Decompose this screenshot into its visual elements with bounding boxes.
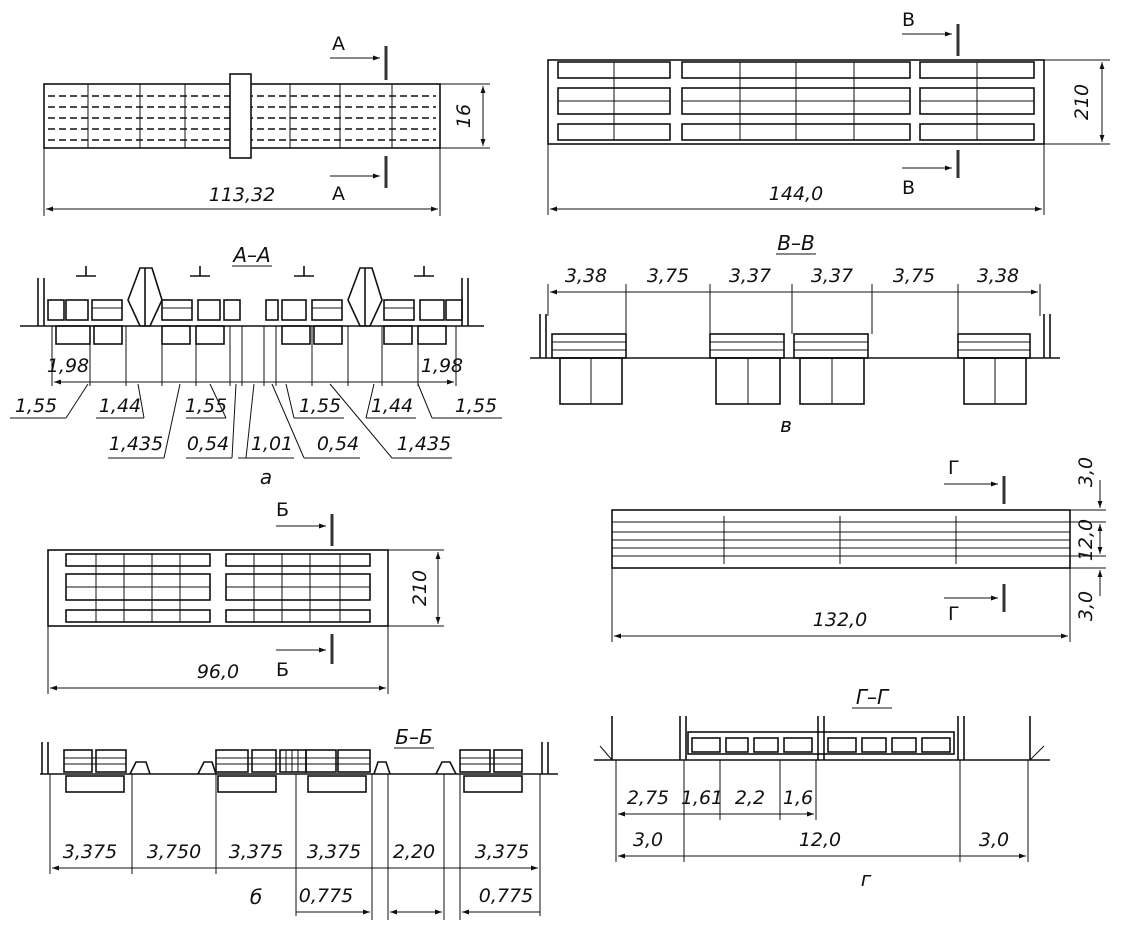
plan-b-length: 96,0	[197, 661, 239, 683]
vv-dim-6: 3,38	[977, 265, 1019, 287]
section-bb-label: б	[250, 885, 262, 909]
gg-dim-lower-1: 3,0	[633, 829, 663, 851]
cut-g-top: Г	[948, 457, 960, 479]
cut-g-bottom: Г	[948, 603, 960, 625]
section-aa-title: А–А	[231, 243, 270, 267]
gg-dim-4: 1,6	[783, 787, 813, 809]
plan-a-width: 16	[453, 104, 475, 128]
plan-g-middle: 12,0	[1075, 519, 1097, 561]
plan-a-length: 113,32	[209, 184, 275, 206]
section-vv-label: в	[780, 413, 792, 437]
bb-dim-1: 3,375	[63, 841, 117, 863]
plan-a: 16 113,32 А А	[43, 33, 490, 216]
aa-dim-12: 0,54	[317, 433, 359, 455]
section-gg-title: Г–Г	[856, 685, 890, 709]
aa-dim-7: 1,44	[371, 395, 413, 417]
bb-dim-lower-2: 0,775	[479, 885, 533, 907]
vv-dim-2: 3,75	[647, 265, 689, 287]
plan-g-bottom: 3,0	[1075, 591, 1097, 621]
bb-dim-6: 3,375	[475, 841, 529, 863]
aa-dim-8: 1,55	[455, 395, 497, 417]
aa-dim-13: 1,435	[397, 433, 451, 455]
section-gg-label: г	[861, 867, 872, 891]
bb-dim-4: 3,375	[307, 841, 361, 863]
gg-dim-2: 1,61	[681, 787, 723, 809]
plan-v: 210 144,0 В В	[547, 9, 1110, 215]
aa-dim-5: 1,55	[185, 395, 227, 417]
gg-dim-lower-2: 12,0	[799, 829, 841, 851]
vv-dim-1: 3,38	[565, 265, 607, 287]
gg-dim-3: 2,2	[735, 787, 765, 809]
plan-g-length: 132,0	[813, 609, 867, 631]
plan-b-width: 210	[409, 570, 431, 606]
vv-dim-4: 3,37	[811, 265, 853, 287]
vv-dim-3: 3,37	[729, 265, 771, 287]
plan-b: 210 96,0 Б Б	[47, 499, 444, 694]
cut-b-top: Б	[276, 499, 289, 521]
cut-v-top: В	[902, 9, 915, 31]
gg-dim-lower-3: 3,0	[979, 829, 1009, 851]
aa-dim-2: 1,98	[421, 355, 463, 377]
aa-dim-11: 1,01	[251, 433, 293, 455]
aa-dim-4: 1,44	[99, 395, 141, 417]
bb-dim-3: 3,375	[229, 841, 283, 863]
aa-dim-9: 1,435	[109, 433, 163, 455]
gg-dim-1: 2,75	[627, 787, 669, 809]
plan-v-length: 144,0	[769, 183, 823, 205]
section-bb-title: Б–Б	[395, 725, 432, 749]
cut-a-bottom: А	[332, 183, 345, 205]
section-aa: А–А	[10, 243, 502, 489]
cut-b-bottom: Б	[276, 659, 289, 681]
bb-dim-2: 3,750	[147, 841, 201, 863]
aa-dim-10: 0,54	[187, 433, 229, 455]
cut-v-bottom: В	[902, 177, 915, 199]
bb-dim-5: 2,20	[393, 841, 435, 863]
section-bb: Б–Б	[40, 725, 558, 920]
cut-a-top: А	[332, 33, 345, 55]
plan-g: 3,0 12,0 3,0 132,0 Г Г	[611, 457, 1106, 642]
plan-g-top: 3,0	[1075, 457, 1097, 487]
section-vv: В–В 3,38 3,75 3,37 3,37 3,75	[530, 231, 1060, 437]
section-aa-label: а	[260, 465, 272, 489]
vv-dim-5: 3,75	[893, 265, 935, 287]
bb-dim-lower-1: 0,775	[299, 885, 353, 907]
aa-dim-1: 1,98	[47, 355, 89, 377]
aa-dim-3: 1,55	[15, 395, 57, 417]
section-vv-title: В–В	[777, 231, 814, 255]
plan-v-width: 210	[1071, 84, 1093, 120]
section-gg: Г–Г 2,75 1,61 2,2 1,6 3,0 12,0 3,0	[594, 685, 1050, 891]
aa-dim-6: 1,55	[299, 395, 341, 417]
